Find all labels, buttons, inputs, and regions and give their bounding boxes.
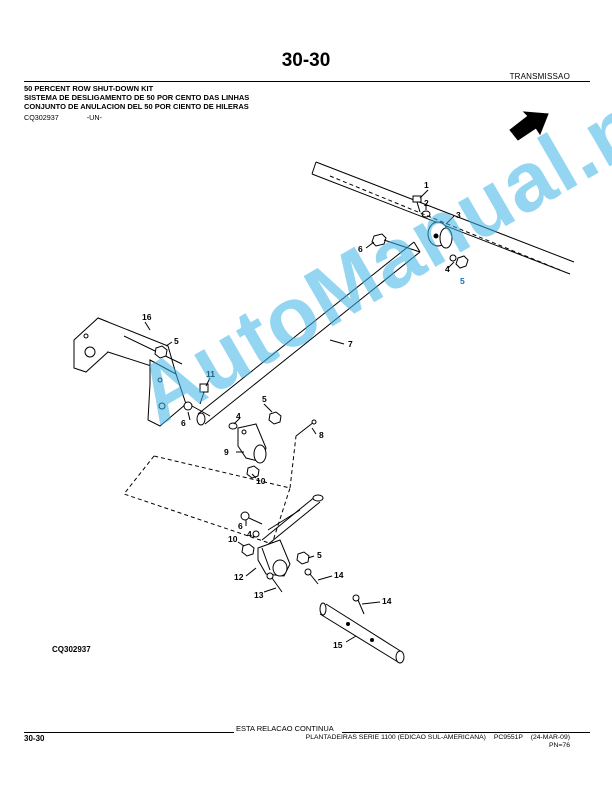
callout-12: 12 — [234, 572, 244, 582]
callout-15: 15 — [333, 640, 343, 650]
callout-6-a: 6 — [358, 244, 363, 254]
callout-14-b: 14 — [382, 596, 392, 606]
part-12-arm — [257, 539, 291, 577]
title-english: 50 PERCENT ROW SHUT-DOWN KIT — [24, 84, 154, 93]
callout-9: 9 — [224, 447, 229, 457]
part-15-shaft — [319, 602, 405, 664]
part-5-nut-d — [296, 551, 310, 565]
callout-8: 8 — [319, 430, 324, 440]
callout-5-d: 5 — [317, 550, 322, 560]
callout-13: 13 — [254, 590, 264, 600]
callout-3: 3 — [456, 210, 461, 220]
footer-pn: PN=76 — [549, 742, 570, 749]
part-4-washer-c — [252, 530, 260, 538]
footer-page-number: 30-30 — [24, 734, 45, 743]
callout-5-a: 5 — [460, 276, 465, 286]
part-6-bolt-c — [240, 511, 263, 525]
part-6-bolt-b — [183, 401, 211, 417]
footer-info: PLANTADEIRAS SERIE 1100 (EDICAO SUL-AMER… — [306, 734, 570, 750]
footer-rule-left — [24, 732, 234, 733]
part-11-bolt — [199, 383, 209, 405]
part-3-collar — [427, 221, 453, 249]
callout-11: 11 — [206, 369, 215, 379]
part-10-nut-a — [246, 465, 260, 479]
dashed-frame — [123, 455, 291, 545]
callout-6-b: 6 — [181, 418, 186, 428]
part-16-bracket — [73, 317, 187, 427]
callout-4-c: 4 — [247, 529, 252, 539]
part-14-pin-a — [304, 568, 319, 585]
part-13-bolt — [266, 572, 283, 593]
continue-note: ESTA RELACAO CONTINUA — [236, 724, 334, 733]
page-number-top: 30-30 — [281, 50, 331, 71]
footer-rule-right — [342, 732, 590, 733]
callout-5-b: 5 — [174, 336, 179, 346]
footer-date: (24-MAR-09) — [530, 734, 570, 741]
part-5-nut-a — [455, 255, 469, 269]
figure-id: CQ302937 — [52, 645, 91, 654]
callout-1: 1 — [424, 180, 429, 190]
part-7-tube — [196, 241, 421, 426]
section-title: TRANSMISSAO — [509, 72, 570, 81]
part-6-bolt-a — [371, 233, 421, 253]
part-4-washer-a — [449, 254, 457, 262]
part-5-nut-c — [268, 411, 282, 425]
callout-7: 7 — [348, 339, 353, 349]
callout-14-a: 14 — [334, 570, 344, 580]
link-rod — [261, 494, 324, 547]
part-9-arm — [237, 423, 267, 464]
footer-book: PLANTADEIRAS SERIE 1100 (EDICAO SUL-AMER… — [305, 734, 486, 741]
title-spanish: CONJUNTO DE ANULACION DEL 50 POR CIENTO … — [24, 102, 249, 111]
reference-suffix: -UN- — [86, 113, 102, 122]
callout-2: 2 — [424, 198, 429, 208]
callout-6-c: 6 — [238, 521, 243, 531]
footer-pc: PC9551P — [493, 734, 523, 741]
callout-10-b: 10 — [228, 534, 238, 544]
callout-4-a: 4 — [445, 264, 450, 274]
reference-line: CQ302937 -UN- — [24, 113, 102, 122]
part-2-washer — [421, 210, 431, 218]
title-portuguese: SISTEMA DE DESLIGAMENTO DE 50 POR CENTO … — [24, 93, 250, 102]
reference-code: CQ302937 — [24, 113, 59, 122]
direction-arrow-icon — [509, 111, 549, 141]
part-10-nut-b — [241, 543, 255, 557]
header-rule — [24, 81, 590, 82]
part-8-pin — [295, 419, 317, 437]
part-4-washer-b — [228, 422, 238, 430]
title-block: 50 PERCENT ROW SHUT-DOWN KIT SISTEMA DE … — [24, 84, 249, 111]
callout-10-a: 10 — [256, 476, 266, 486]
part-14-pin-b — [352, 594, 365, 615]
callout-4-b: 4 — [236, 411, 241, 421]
callout-5-c: 5 — [262, 394, 267, 404]
part-1-bolt — [412, 195, 422, 213]
callout-16: 16 — [142, 312, 152, 322]
part-5-nut-b — [154, 345, 168, 359]
